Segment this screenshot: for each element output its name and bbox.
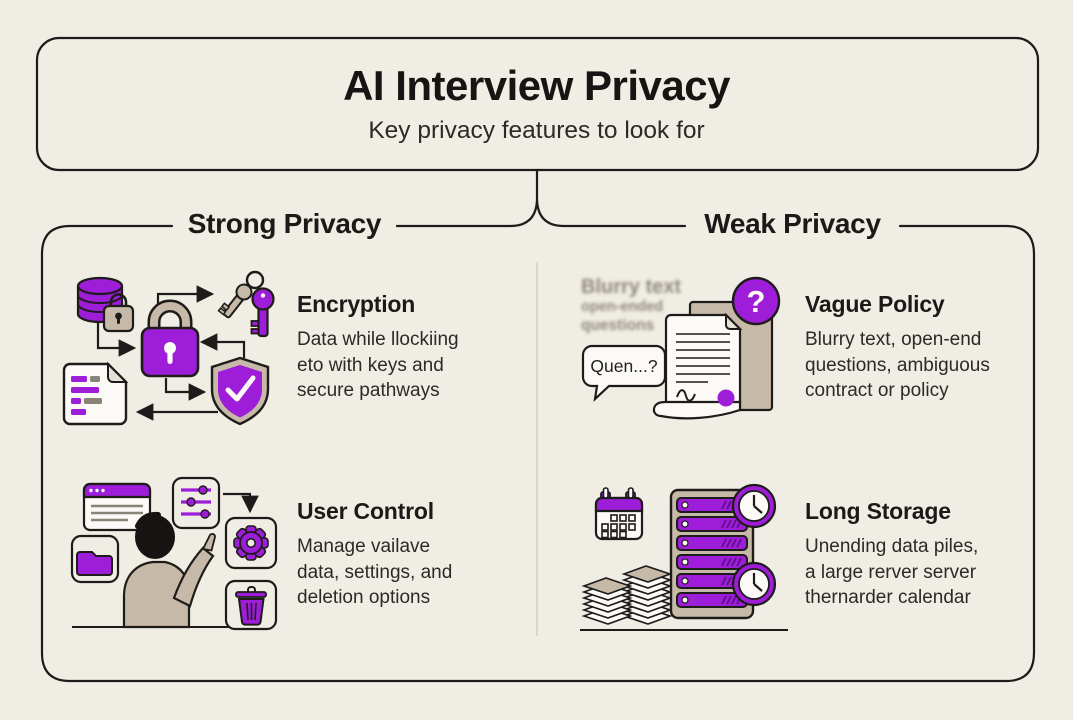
page-subtitle: Key privacy features to look for bbox=[368, 117, 705, 144]
browser-window-icon bbox=[82, 482, 152, 532]
card-vague-policy-body: Blurry text, open-end questions, ambiguo… bbox=[805, 329, 990, 401]
calendar-icon bbox=[594, 487, 644, 541]
clock-icon-bottom bbox=[731, 561, 777, 607]
blurry-line-1: Blurry text bbox=[581, 276, 682, 298]
clock-icon-top bbox=[731, 483, 777, 529]
vague-policy-illustration: ? Quen...? Blurry text open-ended questi… bbox=[568, 262, 800, 430]
card-vague-policy: Vague Policy Blurry text, open-end quest… bbox=[805, 291, 1045, 404]
card-user-control: User Control Manage vailave data, settin… bbox=[297, 498, 529, 611]
document-icon bbox=[62, 361, 129, 426]
small-lock-icon bbox=[102, 293, 135, 333]
trash-icon bbox=[224, 579, 278, 631]
person-figure bbox=[122, 511, 216, 629]
vague-policy-graphic: ? Quen...? bbox=[581, 276, 781, 420]
shield-check-icon bbox=[210, 356, 270, 426]
blurry-text-block: Blurry text open-ended questions bbox=[581, 275, 681, 336]
speech-bubble-icon: Quen...? bbox=[581, 344, 667, 402]
gear-icon bbox=[224, 516, 278, 570]
seal-dot bbox=[717, 389, 735, 407]
main-panel-border bbox=[40, 168, 1036, 683]
card-user-control-title: User Control bbox=[297, 498, 434, 524]
padlock-icon bbox=[140, 299, 200, 378]
page-title: AI Interview Privacy bbox=[343, 62, 730, 109]
card-encryption: Encryption Data while llockiing eto with… bbox=[297, 291, 529, 404]
card-user-control-body: Manage vailave data, settings, and delet… bbox=[297, 536, 453, 608]
contract-document-icon bbox=[652, 312, 743, 420]
folder-icon bbox=[70, 534, 120, 584]
blurry-line-2: open-ended bbox=[581, 299, 664, 316]
card-encryption-title: Encryption bbox=[297, 291, 416, 317]
card-vague-policy-title: Vague Policy bbox=[805, 291, 945, 317]
column-label-weak-privacy: Weak Privacy bbox=[704, 208, 881, 239]
sliders-icon bbox=[171, 476, 221, 530]
question-badge-icon: ? bbox=[731, 276, 781, 326]
encryption-illustration bbox=[62, 270, 275, 426]
flow-arrows bbox=[96, 285, 246, 421]
question-badge-text: ? bbox=[747, 284, 766, 319]
card-long-storage-body: Unending data piles, a large rerver serv… bbox=[805, 536, 979, 608]
speech-bubble-text: Quen...? bbox=[590, 356, 657, 376]
blurry-line-3: questions bbox=[581, 317, 655, 335]
signature-squiggle bbox=[676, 389, 696, 402]
long-storage-illustration bbox=[580, 483, 788, 631]
card-long-storage: Long Storage Unending data piles, a larg… bbox=[805, 498, 1045, 611]
column-label-strong-privacy: Strong Privacy bbox=[187, 208, 382, 239]
card-long-storage-title: Long Storage bbox=[805, 498, 951, 524]
keys-icon bbox=[217, 270, 275, 338]
card-encryption-body: Data while llockiing eto with keys and s… bbox=[297, 329, 459, 401]
paper-stacks bbox=[581, 565, 673, 625]
arrow-to-gear bbox=[223, 492, 259, 514]
user-control-illustration bbox=[70, 476, 278, 631]
